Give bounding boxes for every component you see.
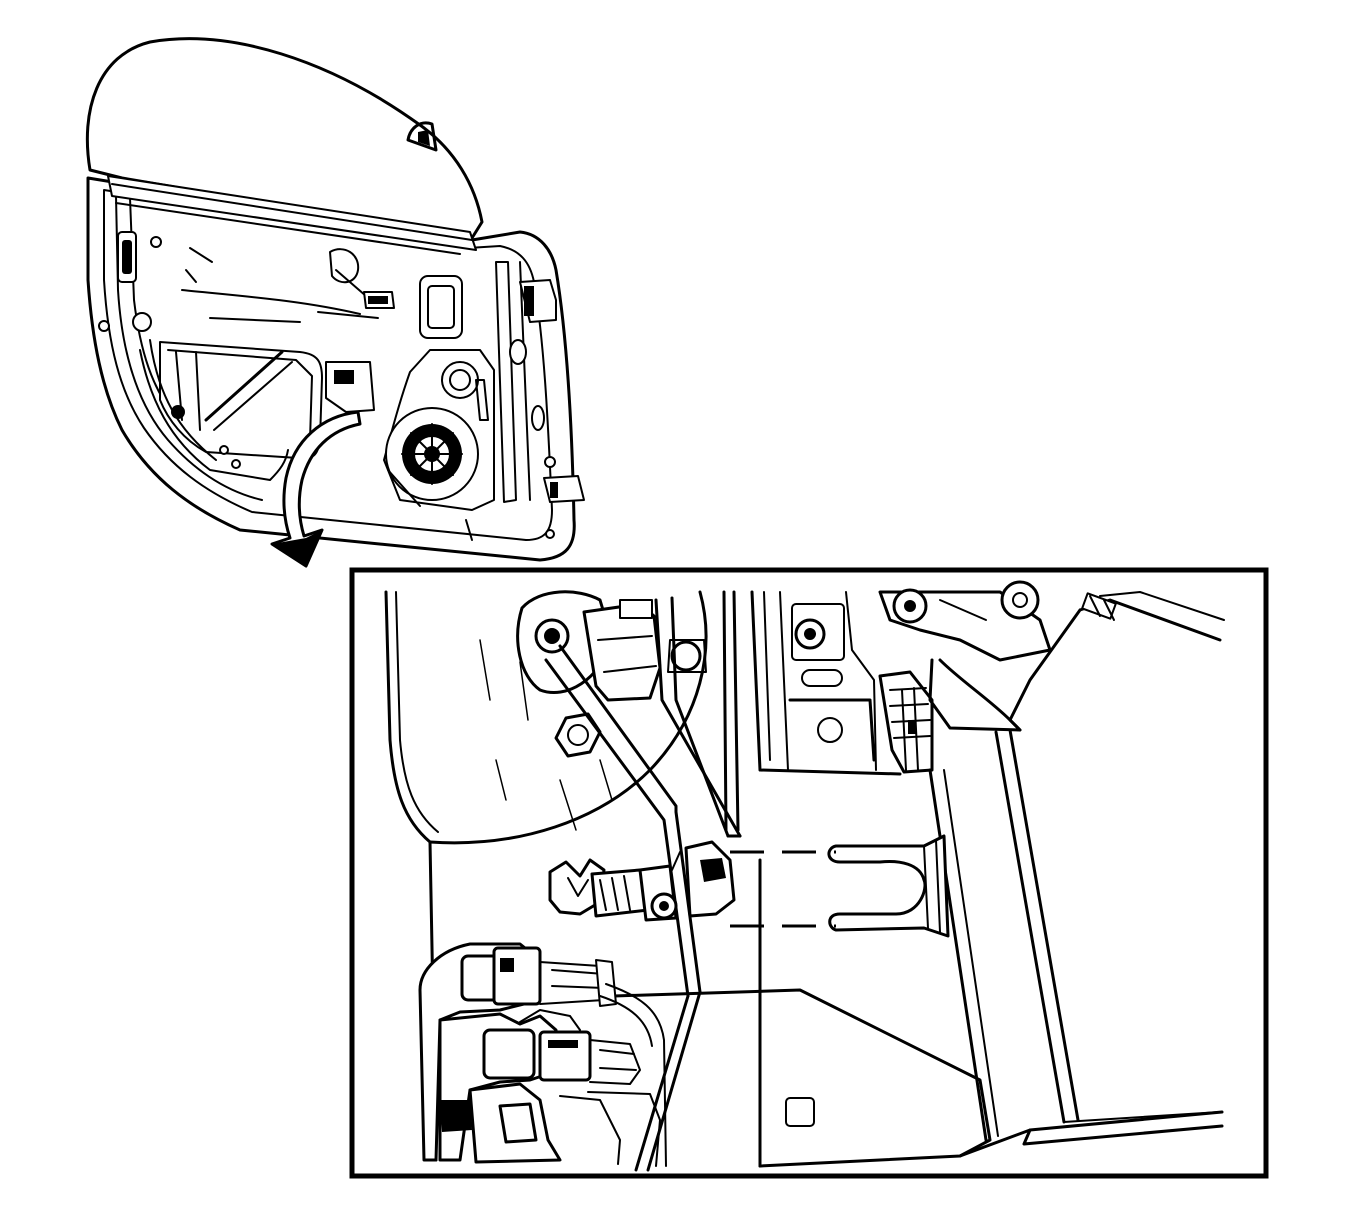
- inset-cable-end-fitting: [548, 840, 736, 922]
- door-outer-shell: [86, 176, 576, 562]
- lower-reinforcement: [139, 349, 289, 481]
- inset-bolt-upper: [554, 712, 602, 758]
- detail-inset: [349, 567, 1269, 1179]
- inset-u-clip: [827, 834, 950, 938]
- removal-direction-arrow: [270, 410, 362, 568]
- detail-inset-frame: [349, 567, 1269, 1179]
- speaker-opening: [419, 275, 463, 339]
- inset-bracket-hole: [670, 640, 702, 672]
- inset-reinforcement-beam: [722, 590, 740, 832]
- mirror-mount-tab: [406, 121, 438, 152]
- door-assembly-overview: [85, 37, 585, 562]
- inset-wiring-connectors: [418, 942, 667, 1167]
- door-access-opening: [159, 341, 323, 460]
- inset-secondary-cable: [654, 598, 742, 838]
- inset-panel-slot: [785, 1097, 815, 1127]
- regulator-pulley: [441, 361, 479, 399]
- switch-bracket: [325, 361, 375, 413]
- rear-glass-run-channel: [495, 261, 517, 503]
- inset-lower-panel: [612, 988, 992, 1168]
- inset-panel-edge: [384, 590, 438, 1162]
